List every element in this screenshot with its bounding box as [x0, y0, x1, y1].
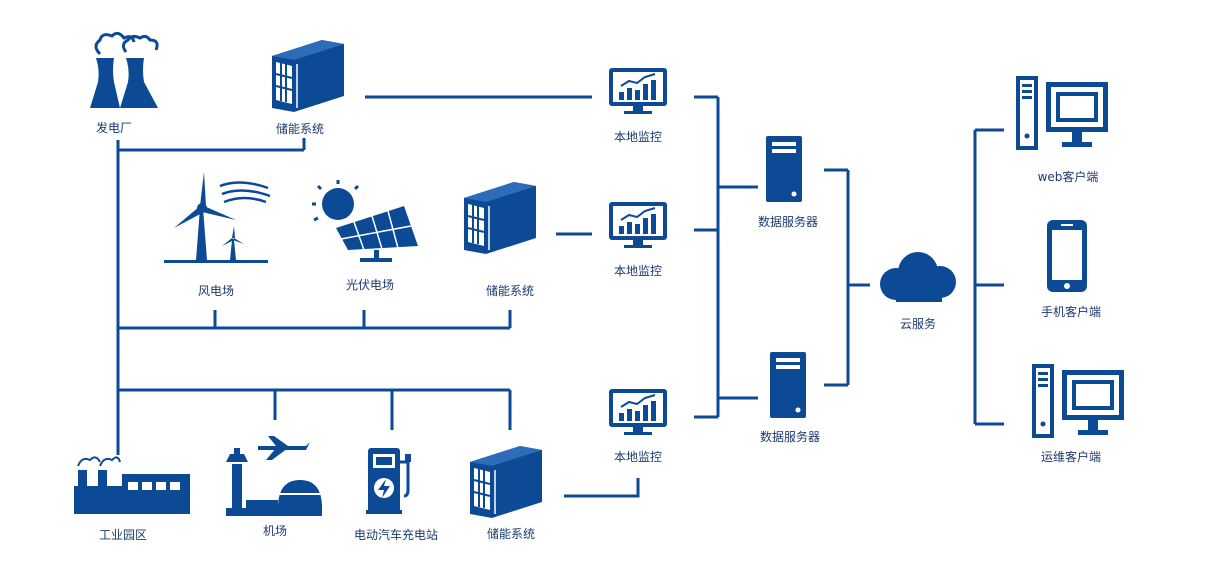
solar-panel-icon — [312, 180, 418, 262]
power-plant-label: 发电厂 — [95, 121, 133, 135]
mobile-phone-icon — [1047, 220, 1087, 292]
industrial-park-label: 工业园区 — [98, 528, 148, 542]
monitor-chart-icon — [608, 388, 668, 436]
monitor-chart-icon — [608, 67, 668, 115]
battery-container-icon — [469, 445, 543, 519]
server-icon — [770, 352, 806, 418]
battery-container-icon — [463, 181, 537, 255]
storage-2-label: 储能系统 — [485, 284, 535, 298]
ev-station-label: 电动汽车充电站 — [353, 528, 439, 542]
server-1-label: 数据服务器 — [757, 215, 819, 229]
cloud-icon — [880, 252, 956, 302]
connection-lines — [116, 95, 1004, 498]
wind-turbine-icon — [164, 172, 271, 263]
desktop-computer-icon — [1016, 76, 1108, 150]
airport-label: 机场 — [262, 524, 288, 538]
ev-charger-icon — [366, 448, 411, 514]
factory-icon — [74, 456, 190, 514]
web-client-label: web客户端 — [1037, 170, 1099, 184]
server-icon — [766, 136, 802, 202]
mobile-client-label: 手机客户端 — [1040, 305, 1102, 319]
battery-container-icon — [271, 39, 345, 113]
power-plant-icon — [90, 31, 159, 108]
monitor-1-label: 本地监控 — [613, 130, 663, 144]
wind-farm-label: 风电场 — [197, 284, 235, 298]
ops-client-label: 运维客户端 — [1040, 450, 1102, 464]
airport-icon — [226, 436, 322, 516]
storage-3-label: 储能系统 — [486, 527, 536, 541]
monitor-2-label: 本地监控 — [613, 264, 663, 278]
solar-farm-label: 光伏电场 — [345, 278, 395, 292]
monitor-3-label: 本地监控 — [613, 450, 663, 464]
cloud-label: 云服务 — [899, 317, 937, 331]
server-2-label: 数据服务器 — [759, 430, 821, 444]
monitor-chart-icon — [608, 201, 668, 249]
desktop-computer-icon — [1032, 364, 1124, 438]
storage-1-label: 储能系统 — [275, 122, 325, 136]
